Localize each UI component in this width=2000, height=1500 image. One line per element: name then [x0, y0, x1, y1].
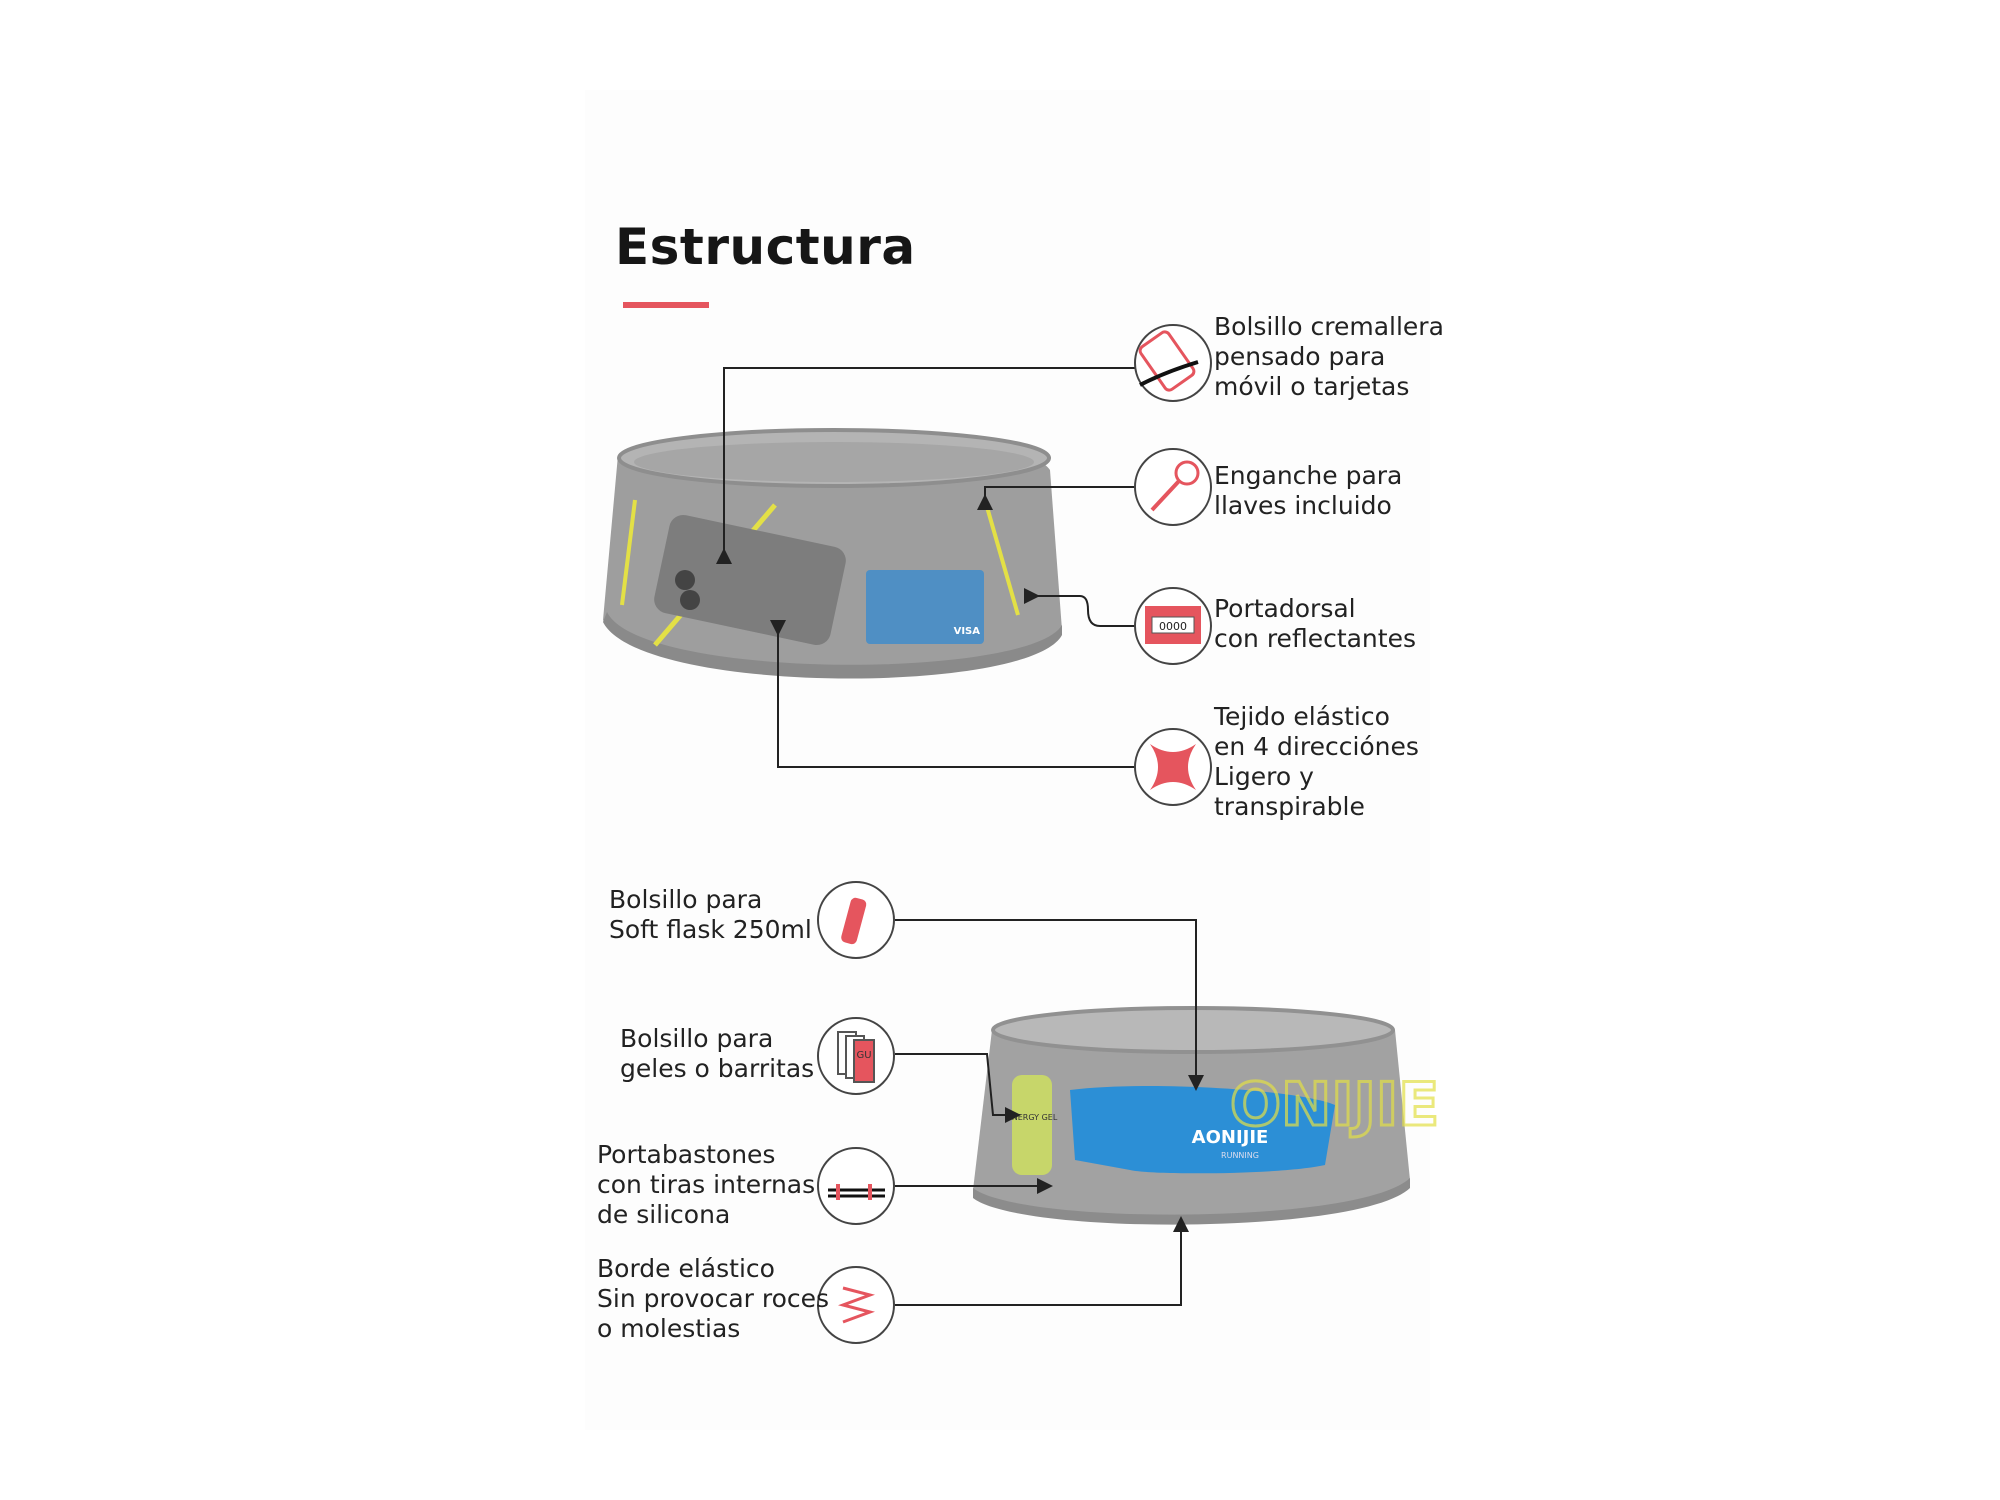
- label-line: en 4 direcciónes: [1214, 732, 1419, 761]
- bib-number-text: 0000: [1159, 620, 1187, 633]
- label-line: transpirable: [1214, 792, 1365, 821]
- feature-label-pole-holder: Portabastones con tiras internas de sili…: [597, 1140, 815, 1230]
- label-line: Borde elástico: [597, 1254, 775, 1283]
- feature-label-stretch-fabric: Tejido elástico en 4 direcciónes Ligero …: [1214, 702, 1419, 822]
- label-line: Sin provocar roces: [597, 1284, 830, 1313]
- svg-text:ONIJIE: ONIJIE: [1230, 1070, 1439, 1140]
- label-line: Bolsillo para: [620, 1024, 774, 1053]
- card-brand-text: VISA: [954, 626, 981, 637]
- label-line: Portabastones: [597, 1140, 776, 1169]
- card-image: [866, 570, 984, 644]
- bottom-belt-image: ENERGY GEL AONIJIE RUNNING ONIJIE: [973, 1006, 1441, 1225]
- label-line: móvil o tarjetas: [1214, 372, 1410, 401]
- feature-label-key-hook: Enganche para llaves incluido: [1214, 461, 1402, 521]
- label-line: Bolsillo cremallera: [1214, 312, 1444, 341]
- flask-brand-text: AONIJIE: [1192, 1127, 1269, 1148]
- label-line: geles o barritas: [620, 1054, 815, 1083]
- four-way-stretch-icon: [1134, 728, 1212, 806]
- label-line: llaves incluido: [1214, 491, 1392, 520]
- phone-image: [654, 514, 846, 646]
- elastic-edge-icon: [817, 1266, 895, 1344]
- label-line: o molestias: [597, 1314, 741, 1343]
- gel-label-text: ENERGY GEL: [1007, 1113, 1058, 1122]
- gel-packets-icon: GU: [817, 1017, 895, 1095]
- race-bib-icon: 0000: [1134, 587, 1212, 665]
- label-line: Tejido elástico: [1214, 702, 1390, 731]
- label-line: Enganche para: [1214, 461, 1403, 490]
- key-icon: [1134, 448, 1212, 526]
- feature-label-elastic-edge: Borde elástico Sin provocar roces o mole…: [597, 1254, 829, 1344]
- label-line: Soft flask 250ml: [609, 915, 812, 944]
- feature-label-gels: Bolsillo para geles o barritas: [620, 1024, 814, 1084]
- label-line: pensado para: [1214, 342, 1386, 371]
- feature-label-soft-flask: Bolsillo para Soft flask 250ml: [609, 885, 812, 945]
- feature-label-zipper-pocket: Bolsillo cremallera pensado para móvil o…: [1214, 312, 1444, 402]
- label-line: Ligero y: [1214, 762, 1314, 791]
- soft-flask-icon: [817, 881, 895, 959]
- flask-sub-text: RUNNING: [1221, 1151, 1259, 1160]
- soft-flask-image: [1070, 1085, 1335, 1174]
- label-line: con tiras internas: [597, 1170, 816, 1199]
- label-line: con reflectantes: [1214, 624, 1416, 653]
- title-underline: [623, 302, 709, 308]
- gel-bottle-image: [1012, 1075, 1052, 1175]
- top-belt-image: VISA: [603, 428, 1062, 679]
- feature-label-race-bib: Portadorsal con reflectantes: [1214, 594, 1416, 654]
- label-line: Portadorsal: [1214, 594, 1356, 623]
- gel-icon-text: GU: [856, 1050, 871, 1061]
- phone-zipper-icon: [1134, 324, 1212, 402]
- page-title: Estructura: [615, 218, 916, 276]
- pole-holder-icon: [817, 1147, 895, 1225]
- label-line: Bolsillo para: [609, 885, 763, 914]
- connector-lines: [716, 367, 1204, 1306]
- label-line: de silicona: [597, 1200, 731, 1229]
